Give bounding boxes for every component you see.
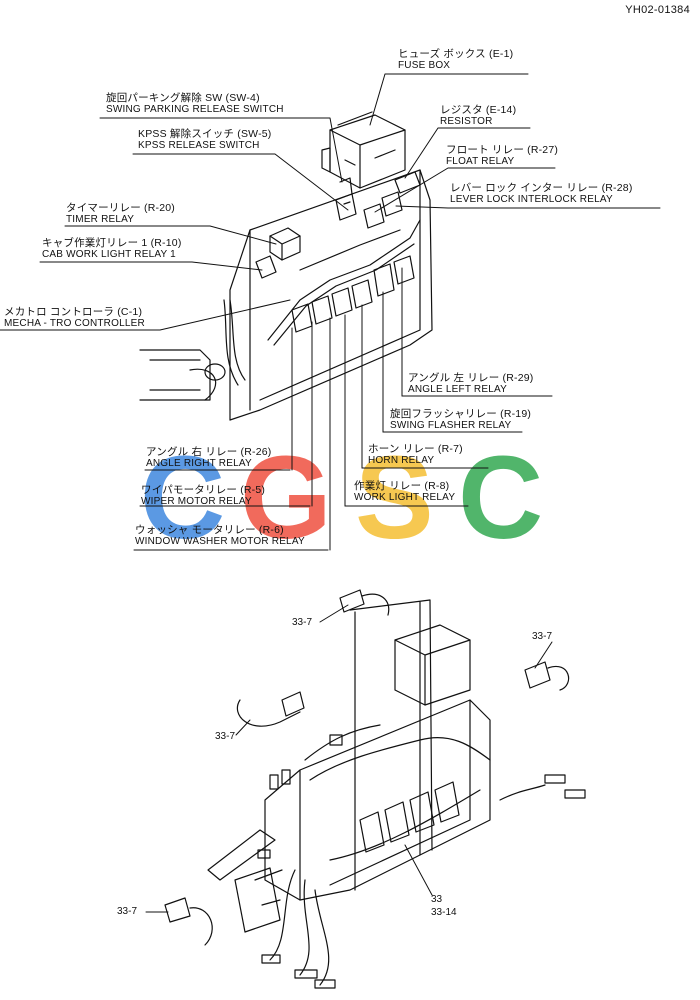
upper-assembly-drawing: [139, 111, 433, 421]
label-kpss-release-jp: KPSS 解除スイッチ (SW-5): [138, 128, 272, 140]
label-angle-left-en: ANGLE LEFT RELAY: [408, 384, 507, 395]
label-fuse-box: ヒューズ ボックス (E-1) FUSE BOX: [398, 48, 513, 72]
label-horn-relay-jp: ホーン リレー (R-7): [368, 443, 463, 455]
label-swing-parking: 旋回パーキング解除 SW (SW-4) SWING PARKING RELEAS…: [106, 92, 284, 116]
label-horn-relay: ホーン リレー (R-7) HORN RELAY: [368, 443, 463, 467]
label-work-light-en: WORK LIGHT RELAY: [354, 492, 456, 503]
label-timer-relay: タイマーリレー (R-20) TIMER RELAY: [66, 202, 175, 226]
lower-assembly-drawing: [145, 589, 586, 989]
label-resistor: レジスタ (E-14) RESISTOR: [440, 104, 516, 128]
label-work-light: 作業灯 リレー (R-8) WORK LIGHT RELAY: [354, 480, 455, 504]
label-window-washer: ウォッシャ モータリレー (R-6) WINDOW WASHER MOTOR R…: [135, 524, 305, 548]
label-horn-relay-en: HORN RELAY: [368, 455, 435, 466]
part-number-33-7-bottom: 33-7: [117, 906, 138, 917]
label-wiper-motor-jp: ワイパモータリレー (R-5): [141, 484, 266, 496]
label-resistor-en: RESISTOR: [440, 116, 493, 127]
label-window-washer-jp: ウォッシャ モータリレー (R-6): [135, 524, 284, 536]
part-number-33-14: 33-14: [431, 907, 457, 918]
label-cab-work-light: キャブ作業灯リレー 1 (R-10) CAB WORK LIGHT RELAY …: [42, 237, 182, 261]
label-swing-flasher-jp: 旋回フラッシャリレー (R-19): [390, 408, 532, 420]
label-swing-flasher: 旋回フラッシャリレー (R-19) SWING FLASHER RELAY: [390, 408, 531, 432]
label-timer-relay-en: TIMER RELAY: [66, 214, 135, 225]
label-swing-parking-jp: 旋回パーキング解除 SW (SW-4): [106, 92, 260, 104]
label-wiper-motor-en: WIPER MOTOR RELAY: [141, 496, 252, 507]
part-number-33-7-top: 33-7: [292, 617, 313, 628]
label-angle-right-jp: アングル 右 リレー (R-26): [146, 446, 272, 458]
label-timer-relay-jp: タイマーリレー (R-20): [66, 202, 175, 214]
label-angle-right: アングル 右 リレー (R-26) ANGLE RIGHT RELAY: [146, 446, 271, 470]
label-mecha-tro-jp: メカトロ コントローラ (C-1): [4, 306, 143, 318]
label-float-relay-jp: フロート リレー (R-27): [446, 144, 559, 156]
label-mecha-tro-en: MECHA - TRO CONTROLLER: [4, 318, 145, 329]
label-resistor-jp: レジスタ (E-14): [440, 104, 517, 116]
part-number-33-7-right: 33-7: [532, 631, 553, 642]
label-fuse-box-jp: ヒューズ ボックス (E-1): [398, 48, 514, 60]
label-wiper-motor: ワイパモータリレー (R-5) WIPER MOTOR RELAY: [141, 484, 265, 508]
label-kpss-release: KPSS 解除スイッチ (SW-5) KPSS RELEASE SWITCH: [138, 128, 272, 152]
part-number-33-7-left: 33-7: [215, 731, 236, 742]
label-angle-left: アングル 左 リレー (R-29) ANGLE LEFT RELAY: [408, 372, 533, 396]
label-lever-lock: レバー ロック インター リレー (R-28) LEVER LOCK INTER…: [450, 182, 633, 206]
label-swing-parking-en: SWING PARKING RELEASE SWITCH: [106, 104, 284, 115]
document-id: YH02-01384: [625, 4, 690, 16]
label-kpss-release-en: KPSS RELEASE SWITCH: [138, 140, 260, 151]
label-float-relay: フロート リレー (R-27) FLOAT RELAY: [446, 144, 558, 168]
label-work-light-jp: 作業灯 リレー (R-8): [354, 480, 450, 492]
upper-leader-lines: [0, 73, 661, 551]
label-lever-lock-jp: レバー ロック インター リレー (R-28): [450, 182, 633, 194]
label-fuse-box-en: FUSE BOX: [398, 60, 451, 71]
label-float-relay-en: FLOAT RELAY: [446, 156, 515, 167]
label-cab-work-light-en: CAB WORK LIGHT RELAY 1: [42, 249, 176, 260]
label-lever-lock-en: LEVER LOCK INTERLOCK RELAY: [450, 194, 613, 205]
label-angle-right-en: ANGLE RIGHT RELAY: [146, 458, 252, 469]
label-swing-flasher-en: SWING FLASHER RELAY: [390, 420, 512, 431]
label-window-washer-en: WINDOW WASHER MOTOR RELAY: [135, 536, 305, 547]
label-cab-work-light-jp: キャブ作業灯リレー 1 (R-10): [42, 237, 182, 249]
label-angle-left-jp: アングル 左 リレー (R-29): [408, 372, 534, 384]
label-mecha-tro: メカトロ コントローラ (C-1) MECHA - TRO CONTROLLER: [4, 306, 145, 330]
part-number-33: 33: [431, 894, 443, 905]
